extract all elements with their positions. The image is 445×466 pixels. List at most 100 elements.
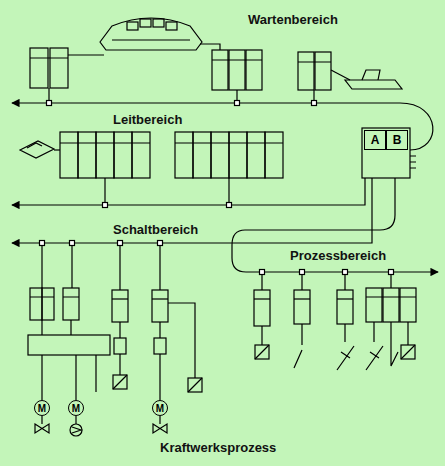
terminal-screen [362,70,380,80]
monitor [127,22,138,30]
cabinet-divider [294,298,310,299]
cabinet [78,132,96,178]
node-text: M [156,403,164,414]
printer-paper [27,143,42,148]
bus-coupler [235,101,240,106]
bus-coupler [389,270,394,275]
cabinet [211,132,229,178]
cabinet [114,132,132,178]
cabinet [112,290,128,322]
switch-symbol [294,324,302,368]
cabinet [229,50,245,90]
printer [20,141,54,158]
wire [119,322,120,375]
bus-coupler [47,101,52,106]
cabinet-divider [30,296,79,297]
actuator-symbol [113,375,127,389]
bus-coupler [40,241,45,246]
wire [42,320,71,335]
cabinet-divider [212,59,262,60]
cabinet [60,132,78,178]
bus-coupler [158,241,163,246]
cabinet [315,52,331,90]
bus-coupler [70,241,75,246]
sensor-symbol [255,345,269,359]
bus-line [12,102,400,103]
cabinet [383,288,399,322]
cabinet-terminals [410,156,416,168]
cabinet [30,288,42,320]
cabinet [247,132,265,178]
monitor [153,19,164,27]
wire [54,149,60,150]
cabinet [132,132,150,178]
switchgear-block [28,335,110,355]
bus-line [232,178,438,272]
area-label: Leitbereich [113,112,182,128]
wire [75,416,76,424]
wire [200,44,220,50]
cabinet-divider [366,296,416,297]
cabinet [337,290,353,324]
valve-symbol [35,416,49,433]
node-text: M [72,403,80,414]
cabinet [246,50,262,90]
cabinet-divider [30,57,68,58]
actuator-symbol [113,375,127,389]
cabinet [229,132,247,178]
area-label: Schaltbereich [113,222,198,238]
bus-coupler [312,101,317,106]
cabinet-divider [298,61,331,62]
monitor [166,22,177,30]
variable-resistor-symbol [366,346,383,370]
wire [42,355,96,400]
wire [104,178,105,205]
cabinet [254,290,270,326]
cabinet [193,132,211,178]
motor-symbol: M [34,400,50,416]
cabinet [152,290,168,322]
bus-coupler [343,270,348,275]
actuator-symbol [188,378,202,392]
control-console [100,18,202,50]
area-label: Prozessbereich [290,248,386,264]
variable-resistor-symbol [337,324,354,370]
cabinet [212,50,228,90]
bus-coupler [118,241,123,246]
cabinet [400,288,416,322]
monitor [140,19,151,27]
cabinet [50,48,68,88]
wire [68,54,104,55]
wire [42,243,160,290]
cabinet [30,48,48,88]
cabinet-divider [112,298,128,299]
bus-coupler [260,270,265,275]
terminal-desk [345,80,402,89]
switch-module [114,338,126,354]
bus-coupler [300,270,305,275]
cabinet-divider [337,298,353,299]
node-text: B [393,133,402,147]
coupling-cell: A [364,130,386,150]
cabinet [63,288,79,320]
cabinet [366,288,382,322]
area-label: Wartenbereich [248,12,338,28]
console-desk-edge [112,39,190,40]
cabinet [298,52,314,90]
cabinet-divider [254,298,270,299]
wire [168,303,195,378]
wire [228,178,229,205]
wire [262,272,391,290]
valve-symbol [153,416,167,433]
pump-symbol [72,427,81,433]
cabinet-divider [60,142,150,143]
cabinet [294,290,310,324]
cabinet [96,132,114,178]
cabinet [175,132,193,178]
bus-line [12,178,372,243]
bus-coupler [227,203,232,208]
sensor-symbol [255,345,269,359]
pump-symbol [70,424,82,436]
